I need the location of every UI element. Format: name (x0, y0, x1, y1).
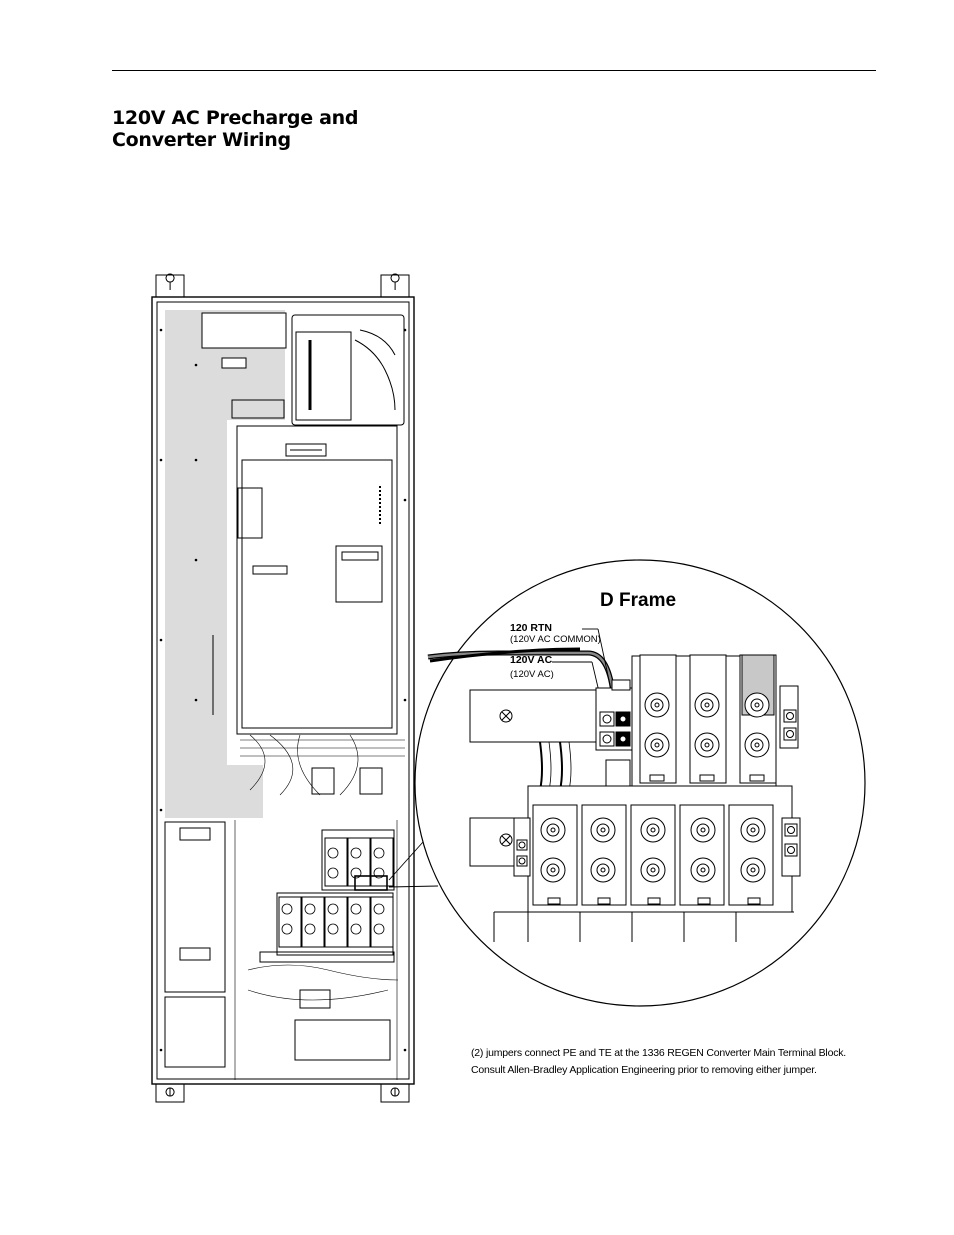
footnote-line-1: (2) jumpers connect PE and TE at the 133… (471, 1047, 847, 1059)
wire1-sublabel: (120V AC COMMON) (510, 634, 601, 645)
upper-rail (469, 689, 601, 743)
lower-bolts (540, 817, 766, 883)
wire2-sublabel: (120V AC) (510, 669, 554, 680)
header-rule (112, 70, 876, 71)
d-frame-callout: D Frame 120 RTN (120V AC COMMON) 120V AC… (414, 559, 866, 1007)
field-wires (427, 647, 622, 729)
callout-leader (388, 841, 439, 888)
upper-power-terminals (631, 654, 799, 797)
lower-power-terminals (493, 785, 801, 942)
drive-cabinet (151, 273, 415, 1103)
title-line-2: Converter Wiring (112, 129, 291, 151)
upper-bolts (644, 692, 770, 758)
wire2-label: 120V AC (510, 654, 553, 666)
page-title: 120V AC Precharge and Converter Wiring (112, 107, 358, 151)
footnote: (2) jumpers connect PE and TE at the 133… (471, 1045, 846, 1079)
frame-label: D Frame (600, 590, 676, 611)
footnote-line-2: Consult Allen-Bradley Application Engine… (471, 1064, 817, 1076)
title-line-1: 120V AC Precharge and (112, 107, 359, 129)
wire1-label: 120 RTN (510, 622, 552, 634)
